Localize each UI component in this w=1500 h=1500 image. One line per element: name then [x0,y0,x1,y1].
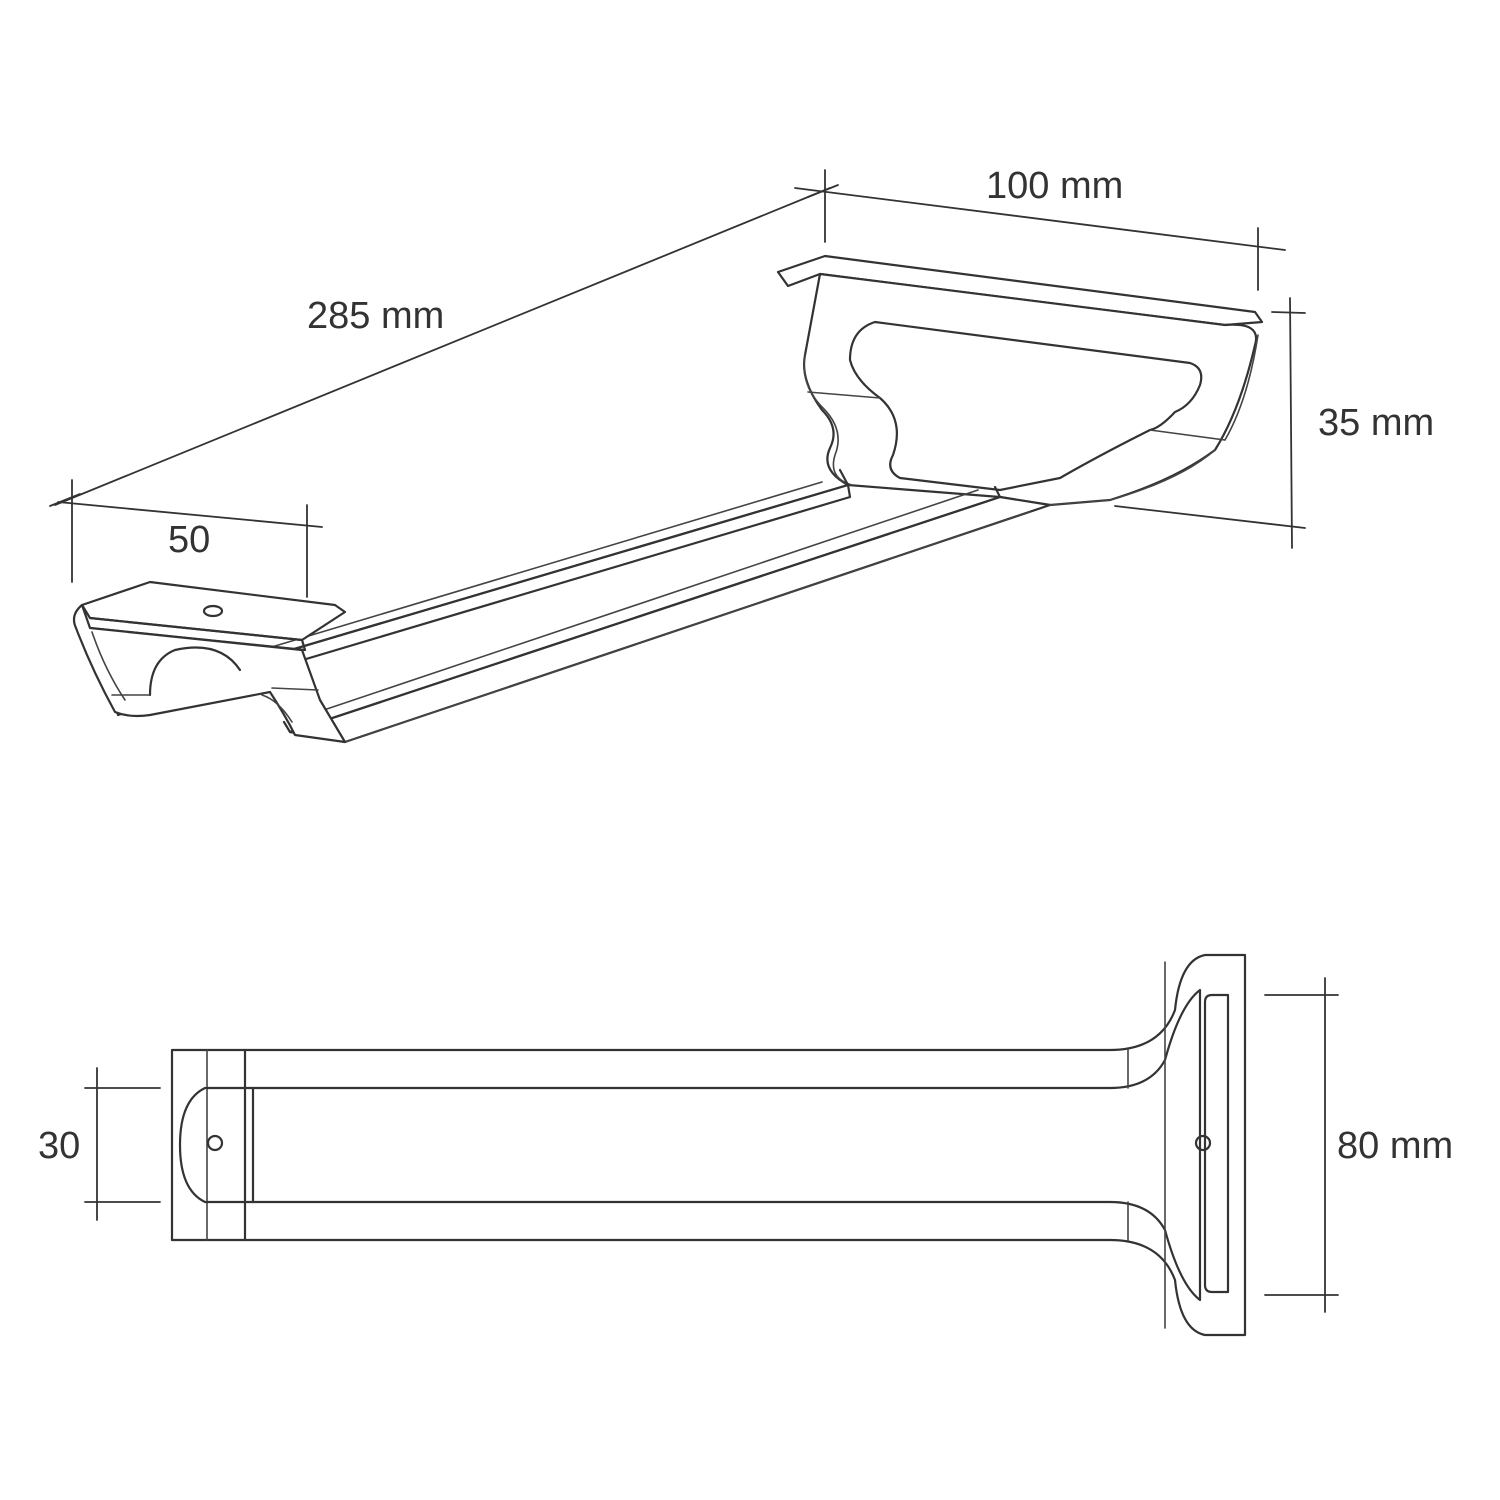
top-arm-outline [243,953,1247,1337]
iso-right-arm-edge-2 [344,511,1031,743]
dim-50-label: 50 [168,519,210,561]
top-slot-left-end [178,1086,255,1204]
iso-front-fold-4 [271,687,319,691]
iso-right-arm-top [282,485,1002,734]
iso-front-fold-3 [261,694,293,723]
dim-80-label: 80 mm [1337,1125,1453,1167]
iso-front-arch [148,646,242,697]
dim-30-label: 30 [38,1125,80,1167]
dim-35-ext-1 [1271,311,1306,314]
iso-right-arm-inner [1049,499,1111,506]
iso-back-fold-3 [1149,334,1259,441]
iso-front-body [72,603,347,744]
iso-back-cutout [848,320,1203,492]
iso-back-fold-2 [807,391,881,399]
dim-100-line [794,187,1286,251]
dim-50-line [57,501,323,528]
dim-35-line [1289,297,1293,549]
dim-100-label: 100 mm [986,165,1123,207]
iso-back-plate [776,254,1264,327]
dim-35-label: 35 mm [1318,402,1434,444]
top-left-block [170,1048,247,1242]
dim-285-line [54,187,831,506]
iso-back-fold-1 [803,354,853,486]
dim-285-tick-1 [49,493,81,507]
iso-view: 285 mm 100 mm 35 mm 50 [49,165,1434,744]
dim-35-ext-2 [1114,505,1306,529]
dim-285-label: 285 mm [307,295,444,337]
iso-front-tab-hole [202,604,224,618]
iso-right-arm-edge [299,489,979,719]
top-right-hole [1194,1134,1212,1152]
top-view: 30 80 mm [38,953,1453,1337]
top-right-slot [1203,993,1230,1294]
iso-back-fold-4 [1109,449,1216,501]
top-arm-inner [251,988,1202,1302]
top-left-hole [206,1134,224,1152]
